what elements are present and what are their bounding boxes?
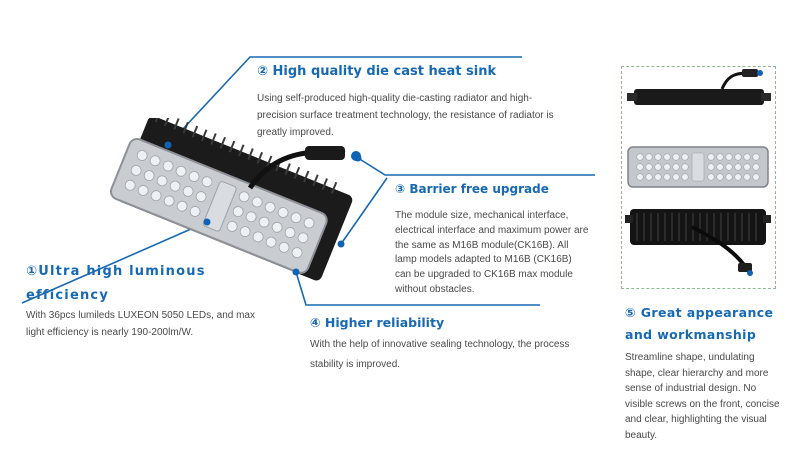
heat-sink-title: ② High quality die cast heat sink bbox=[257, 64, 497, 79]
reliability-description: With the help of innovative sealing tech… bbox=[310, 339, 570, 370]
upgrade-title: ③ Barrier free upgrade bbox=[395, 182, 549, 196]
luminous-title: ①Ultra high luminous efficiency bbox=[26, 264, 206, 303]
product-views-panel bbox=[621, 66, 776, 289]
upgrade-description: The module size, mechanical interface, e… bbox=[395, 210, 589, 295]
appearance-description: Streamline shape, undulating shape, clea… bbox=[625, 352, 780, 441]
luminous-description: With 36pcs lumileds LUXEON 5050 LEDs, an… bbox=[26, 310, 255, 338]
reliability-title: ④ Higher reliability bbox=[310, 315, 445, 330]
back-view-image bbox=[625, 209, 771, 276]
led-module-image bbox=[109, 118, 361, 281]
heat-sink-description: Using self-produced high-quality die-cas… bbox=[257, 93, 554, 138]
appearance-title: ⑤ Great appearance and workmanship bbox=[625, 305, 774, 342]
front-view-image bbox=[627, 146, 769, 188]
side-view-image bbox=[627, 69, 771, 105]
